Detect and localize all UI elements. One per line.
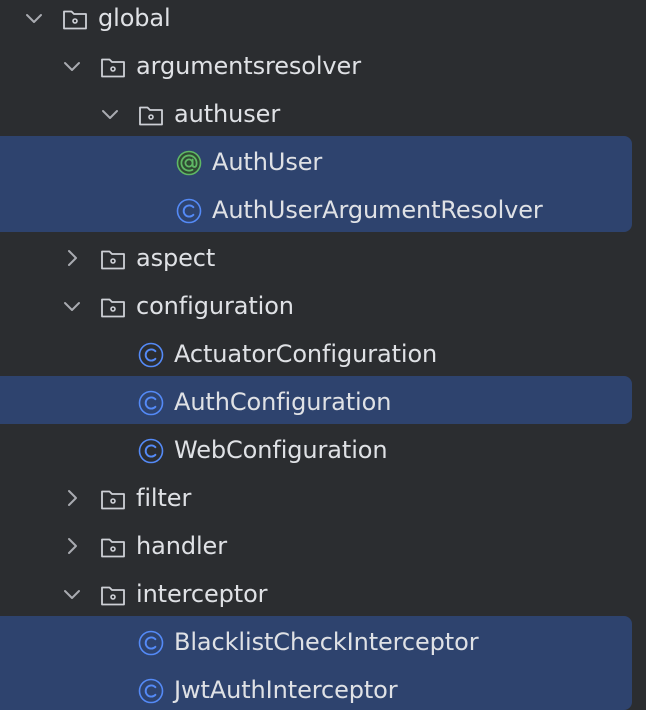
tree-item-configuration[interactable]: configuration xyxy=(0,282,646,330)
package-folder-icon xyxy=(101,586,125,606)
chevron-down-icon[interactable] xyxy=(24,8,44,28)
package-folder-icon xyxy=(63,10,87,30)
chevron-down-icon[interactable] xyxy=(62,296,82,316)
tree-item-label: AuthUser xyxy=(212,148,323,176)
tree-item-filter[interactable]: filter xyxy=(0,474,646,522)
tree-item-label: authuser xyxy=(174,100,281,128)
tree-item-label: AuthConfiguration xyxy=(174,388,392,416)
tree-item-label: filter xyxy=(136,484,192,512)
chevron-down-icon[interactable] xyxy=(62,56,82,76)
package-folder-icon xyxy=(101,490,125,510)
tree-item-label: handler xyxy=(136,532,227,560)
chevron-down-icon[interactable] xyxy=(62,584,82,604)
package-folder-icon xyxy=(101,58,125,78)
tree-item-label: global xyxy=(98,4,171,32)
package-folder-icon xyxy=(101,538,125,558)
tree-item-authuser-annotation[interactable]: AuthUser xyxy=(0,138,646,186)
tree-item-label: configuration xyxy=(136,292,294,320)
class-icon xyxy=(138,390,164,416)
tree-item-label: ActuatorConfiguration xyxy=(174,340,438,368)
tree-item-handler[interactable]: handler xyxy=(0,522,646,570)
package-folder-icon xyxy=(101,250,125,270)
tree-item-argumentsresolver[interactable]: argumentsresolver xyxy=(0,42,646,90)
chevron-right-icon[interactable] xyxy=(62,536,82,556)
tree-item-aspect[interactable]: aspect xyxy=(0,234,646,282)
chevron-right-icon[interactable] xyxy=(62,488,82,508)
tree-item-authconfiguration[interactable]: AuthConfiguration xyxy=(0,378,646,426)
annotation-icon xyxy=(176,150,202,176)
tree-item-global[interactable]: global xyxy=(0,0,646,42)
class-icon xyxy=(176,198,202,224)
tree-item-label: WebConfiguration xyxy=(174,436,388,464)
tree-item-jwtauthinterceptor[interactable]: JwtAuthInterceptor xyxy=(0,666,646,710)
tree-item-actuatorconfiguration[interactable]: ActuatorConfiguration xyxy=(0,330,646,378)
tree-item-label: aspect xyxy=(136,244,216,272)
tree-item-label: argumentsresolver xyxy=(136,52,361,80)
selection-highlight xyxy=(0,136,632,232)
tree-item-label: JwtAuthInterceptor xyxy=(174,676,398,704)
tree-item-interceptor[interactable]: interceptor xyxy=(0,570,646,618)
class-icon xyxy=(138,438,164,464)
tree-item-label: interceptor xyxy=(136,580,268,608)
class-icon xyxy=(138,678,164,704)
selection-highlight xyxy=(0,376,632,424)
tree-item-label: BlacklistCheckInterceptor xyxy=(174,628,479,656)
class-icon xyxy=(138,630,164,656)
tree-item-blacklistcheckinterceptor[interactable]: BlacklistCheckInterceptor xyxy=(0,618,646,666)
tree-item-authuserargumentresolver[interactable]: AuthUserArgumentResolver xyxy=(0,186,646,234)
tree-item-authuser[interactable]: authuser xyxy=(0,90,646,138)
class-icon xyxy=(138,342,164,368)
selection-highlight xyxy=(0,616,632,710)
tree-item-webconfiguration[interactable]: WebConfiguration xyxy=(0,426,646,474)
tree-item-label: AuthUserArgumentResolver xyxy=(212,196,543,224)
chevron-right-icon[interactable] xyxy=(62,248,82,268)
package-folder-icon xyxy=(101,298,125,318)
package-folder-icon xyxy=(139,106,163,126)
chevron-down-icon[interactable] xyxy=(100,104,120,124)
